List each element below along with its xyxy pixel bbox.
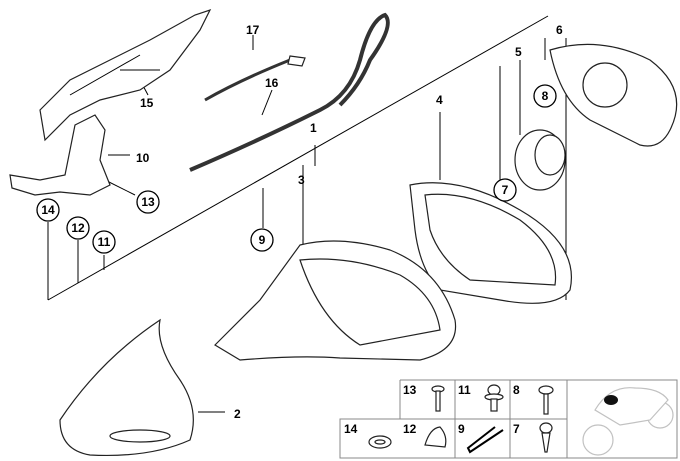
- callout-16: 16: [265, 76, 279, 90]
- washer-14-icon: [368, 435, 392, 449]
- screw-13-icon: [431, 385, 445, 412]
- callout-12: 12: [71, 221, 85, 235]
- hardware-legend: 13 11 8 14 12 9 7: [339, 379, 678, 459]
- cover-2: [59, 318, 194, 456]
- callout-1: 1: [310, 121, 317, 135]
- callout-2: 2: [234, 407, 241, 421]
- callout-15: 15: [140, 96, 154, 110]
- bracket-15: [39, 8, 212, 142]
- spring-9-icon: [466, 426, 504, 454]
- callout-10: 10: [136, 151, 150, 165]
- legend-label-9: 9: [458, 422, 465, 436]
- legend-label-13: 13: [403, 383, 417, 397]
- callout-17: 17: [246, 23, 260, 37]
- callout-6: 6: [556, 23, 563, 37]
- callout-8: 8: [542, 89, 549, 103]
- legend-label-11: 11: [458, 383, 471, 397]
- mirror-location-marker: [604, 395, 618, 405]
- bracket-10: [9, 114, 111, 196]
- callout-9: 9: [259, 233, 266, 247]
- mirror-base-3: [214, 240, 457, 361]
- motor-5: [514, 129, 566, 191]
- clip-12-icon: [424, 426, 447, 448]
- screw-11-icon: [484, 384, 504, 412]
- callout-labels: 1 2 3 4 5 6 10 15 16 17 7 8 9 11 12 13 1…: [36, 23, 563, 421]
- callout-7: 7: [502, 183, 509, 197]
- mirror-glass-6: [549, 43, 678, 147]
- legend-label-12: 12: [403, 422, 417, 436]
- legend-label-8: 8: [513, 383, 520, 397]
- legend-label-7: 7: [513, 422, 520, 436]
- callout-3: 3: [298, 173, 305, 187]
- callout-4: 4: [436, 93, 443, 107]
- housing-4: [409, 182, 572, 304]
- cable-tie-17: [204, 55, 306, 102]
- legend-label-14: 14: [344, 422, 358, 436]
- callout-14: 14: [41, 203, 55, 217]
- callout-5: 5: [515, 45, 522, 59]
- screw-8-icon: [538, 385, 554, 415]
- motorcycle-icon: [582, 387, 674, 456]
- callout-13: 13: [141, 195, 155, 209]
- strap-16: [189, 12, 390, 172]
- callout-11: 11: [98, 235, 111, 249]
- screw-7-icon: [539, 422, 553, 453]
